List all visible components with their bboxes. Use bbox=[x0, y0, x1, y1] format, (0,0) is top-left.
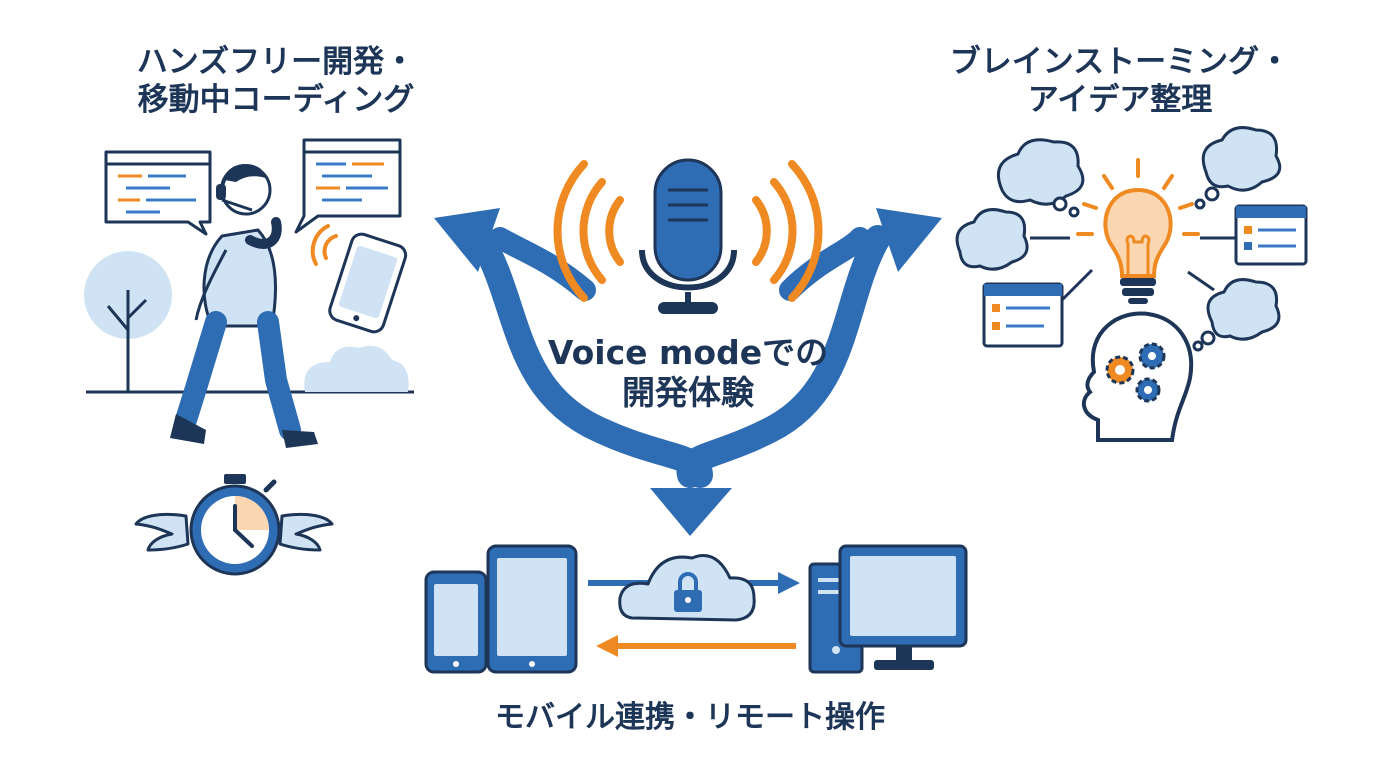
tablet-icon bbox=[486, 544, 578, 674]
arrow-to-desktop bbox=[778, 572, 800, 594]
center-title: Voice modeでの 開発体験 bbox=[478, 333, 898, 414]
microphone-icon bbox=[553, 158, 823, 314]
thought-cloud-icon bbox=[997, 138, 1085, 218]
arrowhead-down bbox=[650, 488, 732, 536]
brainstorming-illustration bbox=[955, 126, 1308, 442]
thought-cloud-icon bbox=[1194, 126, 1282, 210]
hands-free-title-line1: ハンズフリー開発・ bbox=[136, 44, 416, 80]
hands-free-title: ハンズフリー開発・ 移動中コーディング bbox=[86, 44, 466, 120]
speech-bubble-icon bbox=[104, 150, 212, 236]
window-icon bbox=[1200, 204, 1308, 266]
cloud-lock-icon bbox=[618, 554, 756, 622]
tree-icon bbox=[84, 251, 172, 392]
brainstorming-title-line2: アイデア整理 bbox=[1027, 81, 1213, 118]
center-title-line2: 開発体験 bbox=[622, 373, 754, 413]
window-icon bbox=[982, 268, 1094, 348]
brainstorming-title-line1: ブレインストーミング・ bbox=[949, 44, 1291, 80]
arrow-to-mobile bbox=[596, 635, 618, 657]
sound-wave-icon bbox=[553, 160, 823, 302]
brainstorming-title: ブレインストーミング・ アイデア整理 bbox=[900, 44, 1340, 120]
cloud-icon bbox=[304, 345, 409, 392]
desktop-computer-icon bbox=[808, 544, 968, 674]
lightbulb-icon bbox=[1076, 158, 1200, 304]
smartphone-icon bbox=[424, 570, 488, 674]
thought-cloud-icon bbox=[1187, 270, 1281, 352]
walking-person-icon bbox=[170, 163, 318, 448]
mobile-remote-title-text: モバイル連携・リモート操作 bbox=[495, 700, 885, 735]
head-gears-icon bbox=[1081, 311, 1194, 442]
mobile-remote-title: モバイル連携・リモート操作 bbox=[420, 700, 960, 737]
hands-free-illustration bbox=[84, 138, 414, 576]
center-title-line1: Voice modeでの bbox=[547, 333, 829, 372]
hands-free-title-line2: 移動中コーディング bbox=[137, 81, 415, 118]
thought-cloud-icon bbox=[955, 208, 1070, 271]
smartphone-icon bbox=[310, 224, 408, 334]
arrowhead-right bbox=[876, 208, 942, 272]
arrowhead-left bbox=[434, 208, 500, 272]
mobile-remote-illustration bbox=[424, 544, 968, 674]
winged-stopwatch-icon bbox=[134, 474, 334, 576]
speech-bubble-icon bbox=[294, 138, 402, 234]
